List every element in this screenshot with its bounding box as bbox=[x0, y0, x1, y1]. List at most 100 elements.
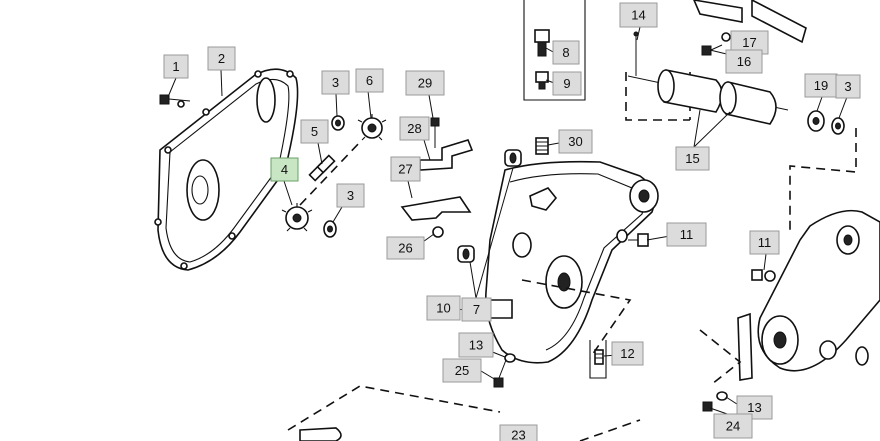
callout-box bbox=[835, 74, 861, 99]
callout-box bbox=[336, 183, 365, 208]
callout-number: 13 bbox=[469, 338, 483, 353]
callout-box bbox=[270, 157, 299, 182]
callout-number: 7 bbox=[473, 302, 480, 317]
bushing-left bbox=[457, 245, 475, 263]
callout-box bbox=[321, 70, 350, 95]
callout-box bbox=[461, 297, 492, 322]
callout-number: 24 bbox=[726, 419, 740, 434]
callout-11[interactable]: 11 bbox=[666, 222, 707, 247]
callout-25[interactable]: 25 bbox=[442, 358, 482, 383]
callout-7[interactable]: 7 bbox=[461, 297, 492, 322]
callout-3[interactable]: 3 bbox=[336, 183, 365, 208]
callout-box bbox=[619, 2, 658, 28]
callout-16[interactable]: 16 bbox=[725, 49, 763, 74]
callout-12[interactable]: 12 bbox=[611, 341, 644, 366]
callout-number: 1 bbox=[172, 59, 179, 74]
callout-box bbox=[552, 71, 582, 96]
callout-19[interactable]: 19 bbox=[804, 73, 838, 98]
callout-30[interactable]: 30 bbox=[558, 129, 593, 154]
callout-box bbox=[300, 119, 329, 144]
callout-27[interactable]: 27 bbox=[390, 156, 421, 182]
callout-leaders bbox=[167, 26, 848, 417]
bolt-25 bbox=[493, 353, 516, 388]
callout-3[interactable]: 3 bbox=[321, 70, 350, 95]
callout-3[interactable]: 3 bbox=[835, 74, 861, 99]
callout-29[interactable]: 29 bbox=[405, 70, 445, 96]
right-gearcase bbox=[699, 128, 880, 385]
callout-box bbox=[558, 129, 593, 154]
callout-number: 3 bbox=[347, 188, 354, 203]
sprocket-4 bbox=[281, 203, 313, 232]
callout-number: 3 bbox=[844, 79, 851, 94]
callout-box bbox=[713, 413, 753, 439]
callout-28[interactable]: 28 bbox=[399, 116, 430, 141]
callout-box bbox=[207, 46, 236, 71]
washer-17 bbox=[721, 32, 731, 42]
gearcase-cover bbox=[154, 68, 299, 271]
callout-number: 12 bbox=[620, 346, 634, 361]
callout-number: 14 bbox=[631, 8, 645, 23]
bolt-11b bbox=[751, 269, 776, 282]
washer-3b bbox=[323, 220, 337, 238]
callout-13[interactable]: 13 bbox=[736, 395, 773, 420]
callout-number: 28 bbox=[407, 121, 421, 136]
callout-number: 26 bbox=[398, 241, 412, 256]
top-brackets bbox=[693, 0, 807, 44]
callout-number: 23 bbox=[511, 428, 525, 441]
bolt-24 bbox=[702, 391, 728, 412]
callout-box bbox=[736, 395, 773, 420]
callout-box bbox=[666, 222, 707, 247]
callout-26[interactable]: 26 bbox=[386, 236, 425, 260]
callout-13[interactable]: 13 bbox=[458, 332, 494, 358]
callout-box bbox=[552, 40, 580, 65]
bolt-11a bbox=[616, 229, 649, 247]
washer-3a bbox=[331, 115, 345, 131]
dashed-lower bbox=[287, 385, 641, 441]
callout-number: 19 bbox=[814, 78, 828, 93]
fastener-inset-box bbox=[523, 0, 586, 101]
callout-6[interactable]: 6 bbox=[355, 68, 384, 93]
callout-number: 2 bbox=[218, 51, 225, 66]
callout-24[interactable]: 24 bbox=[713, 413, 753, 439]
callout-box bbox=[442, 358, 482, 383]
callout-number: 8 bbox=[562, 45, 569, 60]
callout-box bbox=[390, 156, 421, 182]
callout-17[interactable]: 17 bbox=[730, 30, 769, 55]
callout-box bbox=[386, 236, 425, 260]
callout-9[interactable]: 9 bbox=[552, 71, 582, 96]
callout-number: 9 bbox=[563, 76, 570, 91]
nut-26 bbox=[432, 226, 444, 238]
callout-1[interactable]: 1 bbox=[163, 54, 189, 79]
callout-11[interactable]: 11 bbox=[749, 230, 780, 255]
washer-3c bbox=[831, 117, 845, 135]
callout-10[interactable]: 10 bbox=[426, 295, 461, 321]
callout-box bbox=[399, 116, 430, 141]
roller-15 bbox=[625, 69, 789, 125]
callout-number: 29 bbox=[418, 76, 432, 91]
callout-number: 4 bbox=[281, 162, 288, 177]
callout-number: 16 bbox=[737, 54, 751, 69]
callout-number: 11 bbox=[680, 227, 694, 242]
callout-2[interactable]: 2 bbox=[207, 46, 236, 71]
callout-box bbox=[405, 70, 445, 96]
callout-4[interactable]: 4 bbox=[270, 157, 299, 182]
bolt-1 bbox=[159, 94, 191, 105]
callout-15[interactable]: 15 bbox=[675, 146, 710, 171]
pin-12 bbox=[589, 340, 607, 379]
callout-number: 5 bbox=[311, 124, 318, 139]
callout-23[interactable]: 23 bbox=[499, 424, 538, 441]
callout-box bbox=[355, 68, 384, 93]
chain-5 bbox=[299, 139, 363, 206]
callout-box bbox=[725, 49, 763, 74]
callout-number: 25 bbox=[455, 363, 469, 378]
callout-14[interactable]: 14 bbox=[619, 2, 658, 28]
callout-8[interactable]: 8 bbox=[552, 40, 580, 65]
pin-14 bbox=[633, 31, 639, 76]
callout-number: 6 bbox=[366, 73, 373, 88]
callout-5[interactable]: 5 bbox=[300, 119, 329, 144]
callout-number: 17 bbox=[742, 35, 756, 50]
callout-number: 15 bbox=[685, 151, 699, 166]
callout-number: 30 bbox=[568, 134, 582, 149]
lower-shaft-23 bbox=[299, 427, 342, 441]
